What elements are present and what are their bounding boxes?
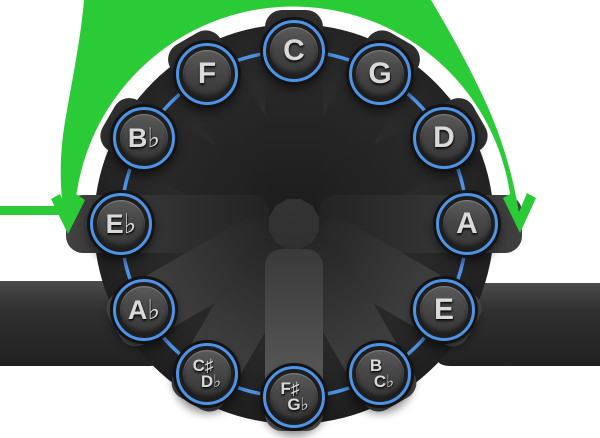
note-e-face: E	[420, 286, 468, 334]
note-aflat-face: A♭	[120, 286, 168, 334]
note-bflat[interactable]: B♭	[110, 104, 178, 172]
note-csharp-dflat[interactable]: C♯ D♭	[173, 340, 241, 408]
note-label: A	[456, 207, 478, 240]
note-label: B	[369, 356, 383, 375]
direction-arrow	[0, 0, 536, 234]
note-label: F♯	[280, 379, 300, 398]
note-label: C	[283, 34, 305, 67]
note-csharp-dflat-face: C♯ D♭	[183, 350, 231, 398]
note-label: F	[197, 57, 217, 90]
note-label: E♭	[105, 208, 137, 239]
note-label: B♭	[127, 122, 161, 153]
note-e[interactable]: E	[410, 276, 478, 344]
note-c-face: C	[270, 27, 318, 75]
note-label-enharmonic: G♭	[287, 395, 309, 414]
note-label: D	[433, 121, 455, 154]
note-eflat-face: E♭	[97, 200, 145, 248]
note-c[interactable]: C	[260, 17, 328, 85]
note-label-enharmonic: C♭	[373, 372, 395, 391]
note-label: E	[433, 293, 454, 326]
note-d[interactable]: D	[410, 104, 478, 172]
note-label: C♯	[192, 356, 214, 375]
note-fsharp-gflat-face: F♯ G♭	[270, 373, 318, 421]
note-label: G	[368, 57, 392, 90]
note-aflat[interactable]: A♭	[110, 276, 178, 344]
note-b-cflat[interactable]: B C♭	[346, 340, 414, 408]
wheel-disc	[94, 24, 494, 424]
arrow-tail-left-edge	[0, 206, 60, 215]
note-g-face: G	[356, 50, 404, 98]
note-g[interactable]: G	[346, 40, 414, 108]
arrowhead-right-icon	[503, 193, 536, 233]
note-f[interactable]: F	[173, 40, 241, 108]
note-bflat-face: B♭	[120, 114, 168, 162]
arrow-swoosh	[60, 0, 520, 229]
note-a[interactable]: A	[433, 190, 501, 258]
note-eflat[interactable]: E♭	[87, 190, 155, 258]
note-a-face: A	[443, 200, 491, 248]
note-b-cflat-face: B C♭	[356, 350, 404, 398]
arrowhead-left-icon	[51, 194, 85, 234]
note-d-face: D	[420, 114, 468, 162]
note-fsharp-gflat[interactable]: F♯ G♭	[260, 363, 328, 431]
note-label-enharmonic: D♭	[200, 372, 222, 391]
note-label: A♭	[127, 294, 161, 325]
note-f-face: F	[183, 50, 231, 98]
